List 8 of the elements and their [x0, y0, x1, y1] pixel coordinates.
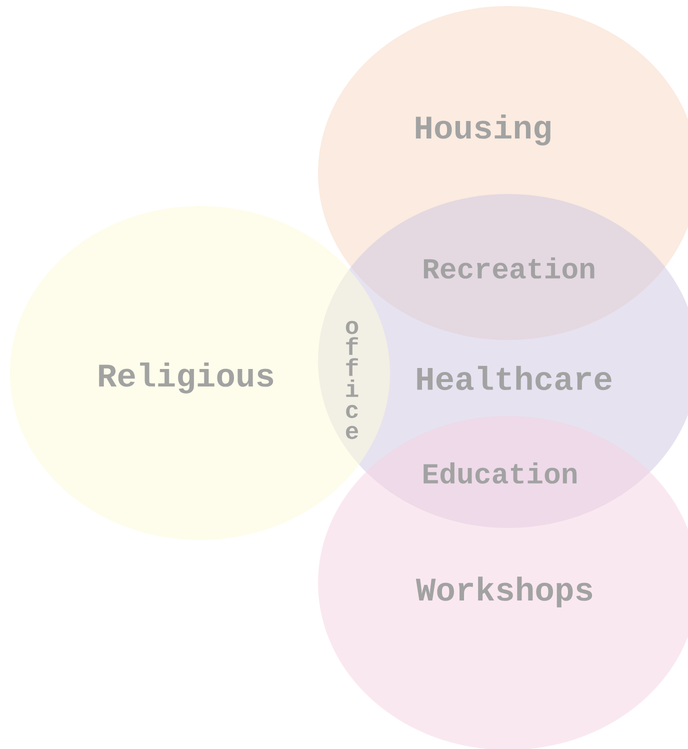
- region-label: Recreation: [424, 257, 594, 279]
- venn-ellipse: [10, 206, 390, 540]
- region-label: office: [346, 320, 358, 440]
- ellipse-label: Religious: [99, 362, 274, 394]
- ellipse-label: Workshops: [416, 576, 592, 608]
- ellipse-label: Healthcare: [417, 366, 612, 390]
- region-label: Education: [424, 462, 577, 484]
- ellipse-label: Housing: [416, 114, 550, 146]
